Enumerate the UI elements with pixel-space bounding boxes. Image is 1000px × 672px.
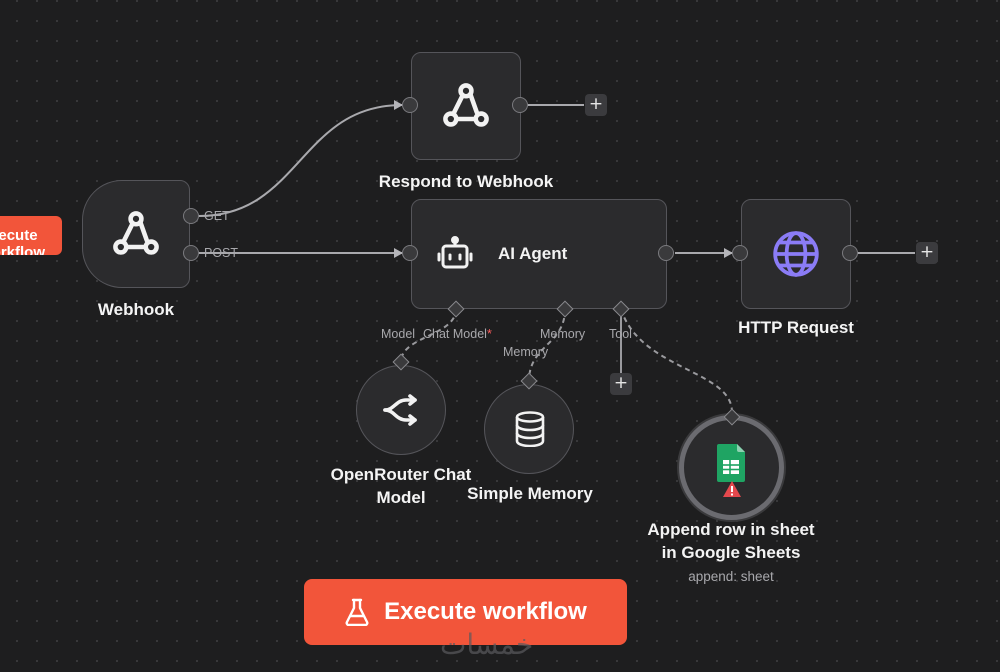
google-sheets-node[interactable] xyxy=(679,415,784,520)
watermark-logo: خمسات xyxy=(440,628,534,661)
execute-workflow-side-button[interactable]: Execute workflow xyxy=(0,216,62,255)
openrouter-label-line1: OpenRouter Chat xyxy=(330,465,472,484)
ai-agent-input-handle[interactable] xyxy=(402,245,418,261)
globe-icon xyxy=(773,231,819,277)
webhook-icon xyxy=(443,83,489,127)
simple-memory-node[interactable] xyxy=(484,384,574,474)
warning-icon xyxy=(723,481,741,497)
respond-to-webhook-label: Respond to Webhook xyxy=(378,172,554,191)
webhook-get-label: GET xyxy=(204,209,230,223)
http-add-node-button[interactable]: + xyxy=(916,242,938,264)
openrouter-label-line2: Model xyxy=(376,488,426,507)
webhook-post-output-handle[interactable] xyxy=(183,245,199,261)
connection-memory-dashed xyxy=(528,308,566,382)
http-request-label: HTTP Request xyxy=(738,318,854,337)
connection-tool-dashed xyxy=(620,308,733,413)
execute-workflow-label: Execute workflow xyxy=(384,598,587,625)
http-request-node[interactable] xyxy=(741,199,851,309)
chat-model-port-label: Chat Model* xyxy=(423,327,492,341)
robot-icon xyxy=(437,236,473,269)
respond-to-webhook-node[interactable] xyxy=(411,52,521,160)
simple-memory-label: Simple Memory xyxy=(467,484,593,503)
webhook-node-label: Webhook xyxy=(97,300,175,319)
ai-agent-output-handle[interactable] xyxy=(658,245,674,261)
webhook-get-output-handle[interactable] xyxy=(183,208,199,224)
respond-add-node-button[interactable]: + xyxy=(585,94,607,116)
webhook-node[interactable] xyxy=(82,180,190,288)
tool-add-node-button[interactable]: + xyxy=(610,373,632,395)
google-sheets-label-line2: in Google Sheets xyxy=(661,543,801,562)
openrouter-port-label: Model xyxy=(381,327,416,341)
openrouter-chat-model-node[interactable] xyxy=(356,365,446,455)
google-sheets-icon xyxy=(717,444,745,482)
simple-memory-port-label: Memory xyxy=(503,345,549,359)
memory-port-label: Memory xyxy=(540,327,586,341)
http-input-handle[interactable] xyxy=(732,245,748,261)
openrouter-icon xyxy=(383,394,417,426)
flask-icon xyxy=(345,598,369,626)
ai-agent-node[interactable]: AI Agent xyxy=(411,199,667,309)
google-sheets-label-line1: Append row in sheet xyxy=(647,520,815,539)
execute-workflow-button[interactable]: Execute workflow xyxy=(304,579,627,645)
tool-port-label: Tool xyxy=(609,327,632,341)
connection-get-to-respond xyxy=(198,100,403,217)
ai-agent-title: AI Agent xyxy=(498,244,568,263)
respond-output-handle[interactable] xyxy=(512,97,528,113)
webhook-icon xyxy=(113,211,159,255)
http-output-handle[interactable] xyxy=(842,245,858,261)
respond-input-handle[interactable] xyxy=(402,97,418,113)
database-icon xyxy=(515,411,545,447)
google-sheets-subtitle: append: sheet xyxy=(688,569,774,584)
webhook-post-label: POST xyxy=(204,246,239,260)
